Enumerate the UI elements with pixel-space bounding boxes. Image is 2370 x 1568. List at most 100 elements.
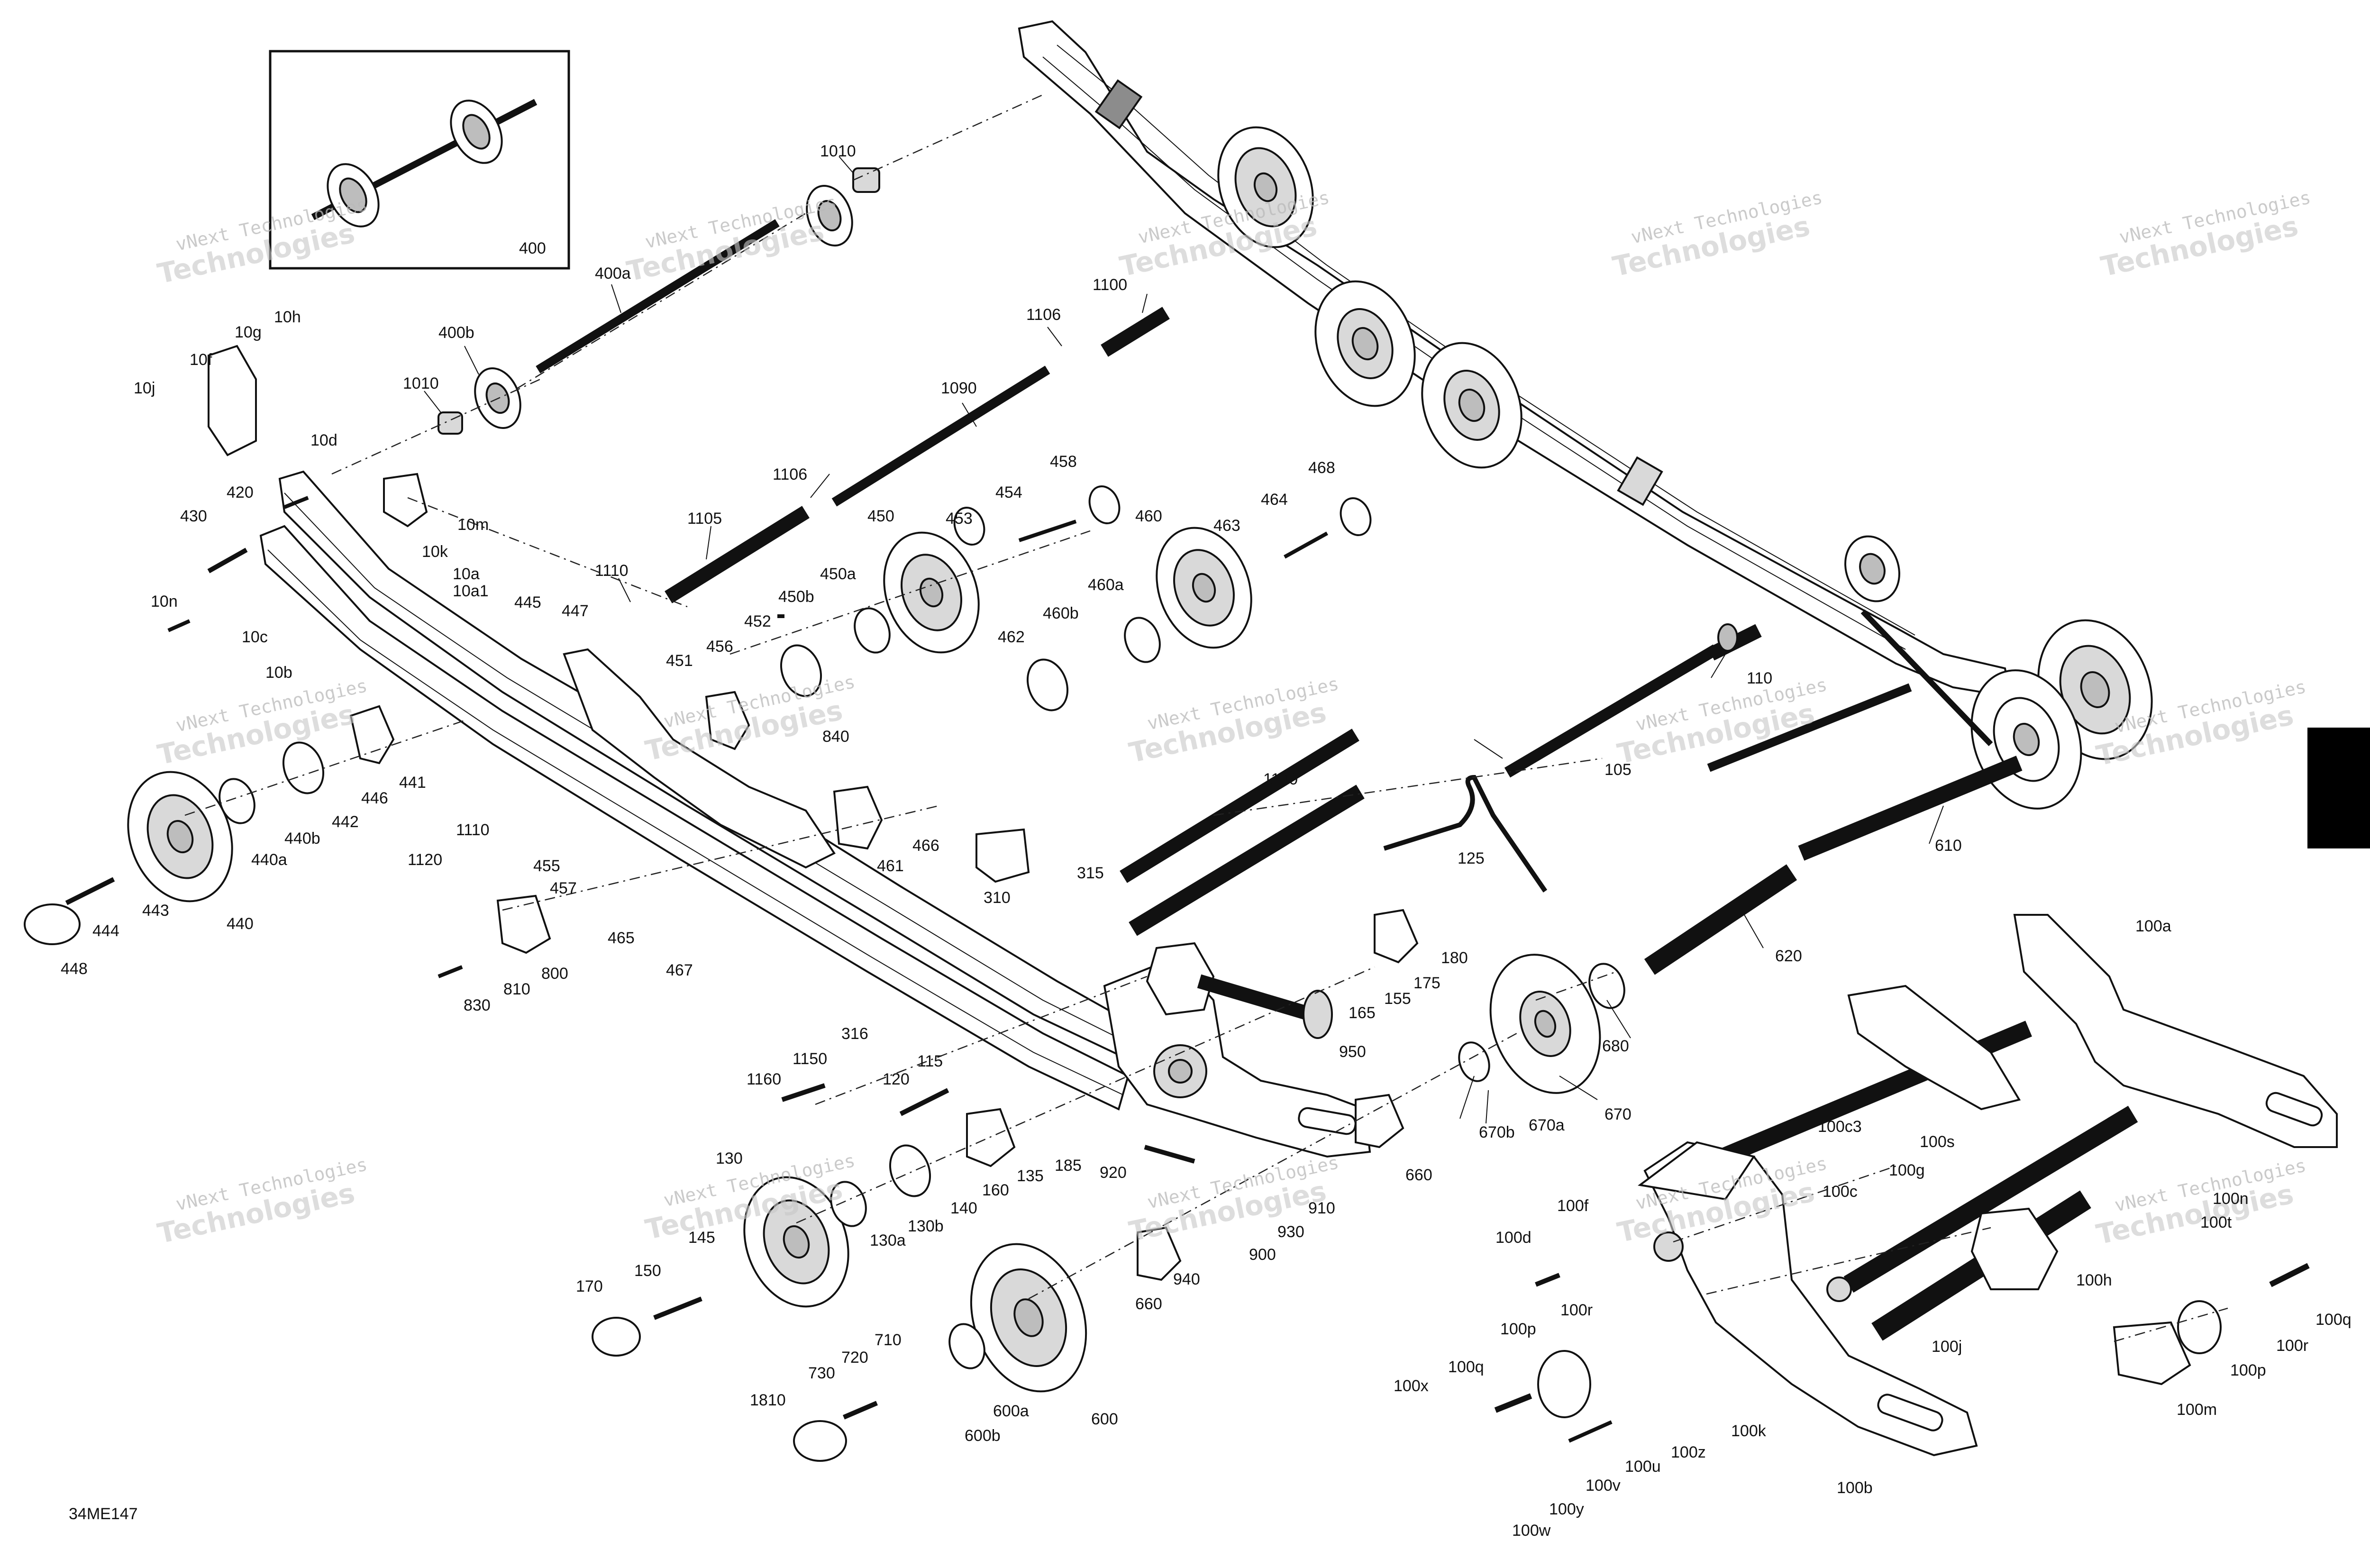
label-100a: 100a <box>2135 917 2171 935</box>
leader-lines <box>424 156 1944 1124</box>
label-461: 461 <box>877 857 904 875</box>
rear-wheels <box>1217 126 2153 810</box>
label-800: 800 <box>541 965 568 983</box>
label-100f: 100f <box>1557 1197 1589 1215</box>
label-100r: 100r <box>1560 1301 1593 1319</box>
label-660: 660 <box>1405 1166 1432 1184</box>
label-910: 910 <box>1308 1199 1335 1217</box>
label-445: 445 <box>514 593 541 611</box>
label-100x: 100x <box>1394 1377 1429 1395</box>
wheel-460 <box>1156 527 1252 649</box>
label-10g: 10g <box>235 323 262 341</box>
label-720: 720 <box>841 1349 868 1367</box>
label-100p: 100p <box>1500 1320 1536 1338</box>
label-466: 466 <box>912 837 939 855</box>
label-10m: 10m <box>457 516 489 534</box>
label-10d: 10d <box>310 431 337 449</box>
label-920: 920 <box>1100 1164 1127 1182</box>
label-460b: 460b <box>1043 604 1079 622</box>
label-460: 460 <box>1135 507 1162 525</box>
label-442: 442 <box>332 813 359 831</box>
label-1010: 1010 <box>820 142 856 160</box>
label-10h: 10h <box>274 308 301 326</box>
assembly-lines <box>184 94 2228 1342</box>
label-670: 670 <box>1604 1105 1632 1123</box>
label-600a: 600a <box>993 1402 1029 1420</box>
label-730: 730 <box>808 1364 835 1382</box>
rail-wheel-2 <box>1314 280 1416 407</box>
label-100m: 100m <box>2177 1401 2217 1419</box>
label-1010: 1010 <box>403 374 439 392</box>
label-462: 462 <box>998 628 1025 646</box>
wheel-670 <box>1489 954 1601 1094</box>
label-150: 150 <box>634 1262 661 1280</box>
label-1110: 1110 <box>595 562 629 580</box>
label-464: 464 <box>1261 491 1288 509</box>
label-316: 316 <box>841 1025 868 1043</box>
label-100c: 100c <box>1823 1183 1858 1201</box>
rail-wheel-top <box>1217 126 1314 248</box>
label-670a: 670a <box>1529 1116 1565 1134</box>
label-451: 451 <box>666 652 693 670</box>
label-100v: 100v <box>1586 1477 1621 1495</box>
label-441: 441 <box>399 774 426 792</box>
label-447: 447 <box>562 602 589 620</box>
label-446: 446 <box>361 789 388 807</box>
label-930: 930 <box>1277 1223 1304 1241</box>
label-620: 620 <box>1775 947 1802 965</box>
label-830: 830 <box>464 996 491 1014</box>
label-130: 130 <box>716 1149 743 1167</box>
label-455: 455 <box>533 857 560 875</box>
label-600b: 600b <box>965 1427 1001 1445</box>
label-140: 140 <box>950 1199 977 1217</box>
label-155: 155 <box>1384 990 1411 1008</box>
label-100p: 100p <box>2230 1361 2266 1379</box>
label-1120: 1120 <box>408 851 442 869</box>
label-710: 710 <box>875 1331 902 1349</box>
label-400b: 400b <box>438 324 474 342</box>
label-660: 660 <box>1135 1295 1162 1313</box>
label-100c3: 100c3 <box>1818 1118 1862 1136</box>
label-110: 110 <box>1747 669 1772 687</box>
shafts <box>536 219 2023 975</box>
label-10f: 10f <box>190 351 212 369</box>
label-444: 444 <box>92 922 119 940</box>
idler-wheel-small <box>1844 535 1900 602</box>
cap-170 <box>592 1317 641 1357</box>
label-465: 465 <box>608 929 635 947</box>
label-460a: 460a <box>1088 576 1124 594</box>
label-115: 115 <box>917 1052 943 1070</box>
label-1110: 1110 <box>456 821 490 839</box>
cap-448 <box>24 903 81 945</box>
label-100r: 100r <box>2276 1337 2308 1355</box>
label-100q: 100q <box>1448 1358 1484 1376</box>
label-1160: 1160 <box>747 1070 781 1088</box>
label-1140: 1140 <box>1263 770 1298 788</box>
label-160: 160 <box>982 1181 1009 1199</box>
label-810: 810 <box>503 980 530 998</box>
label-100g: 100g <box>1889 1161 1925 1179</box>
label-170: 170 <box>576 1277 603 1295</box>
label-120: 120 <box>883 1070 910 1088</box>
label-185: 185 <box>1055 1157 1082 1175</box>
cap-1810 <box>793 1420 847 1462</box>
label-130a: 130a <box>870 1231 906 1249</box>
label-840: 840 <box>822 728 849 746</box>
label-1105: 1105 <box>687 510 722 528</box>
label-100q: 100q <box>2315 1311 2352 1329</box>
label-454: 454 <box>995 483 1022 501</box>
label-440a: 440a <box>251 851 287 869</box>
label-400a: 400a <box>595 264 631 283</box>
label-10a: 10a <box>453 565 480 583</box>
label-463: 463 <box>1213 517 1240 535</box>
label-100s: 100s <box>1920 1133 1955 1151</box>
label-458: 458 <box>1050 453 1077 471</box>
label-1090: 1090 <box>941 379 977 397</box>
label-450: 450 <box>867 507 894 525</box>
label-10j: 10j <box>134 379 155 397</box>
label-135: 135 <box>1017 1167 1044 1185</box>
label-10c: 10c <box>242 628 268 646</box>
label-10b: 10b <box>265 664 292 682</box>
label-100n: 100n <box>2213 1190 2249 1208</box>
